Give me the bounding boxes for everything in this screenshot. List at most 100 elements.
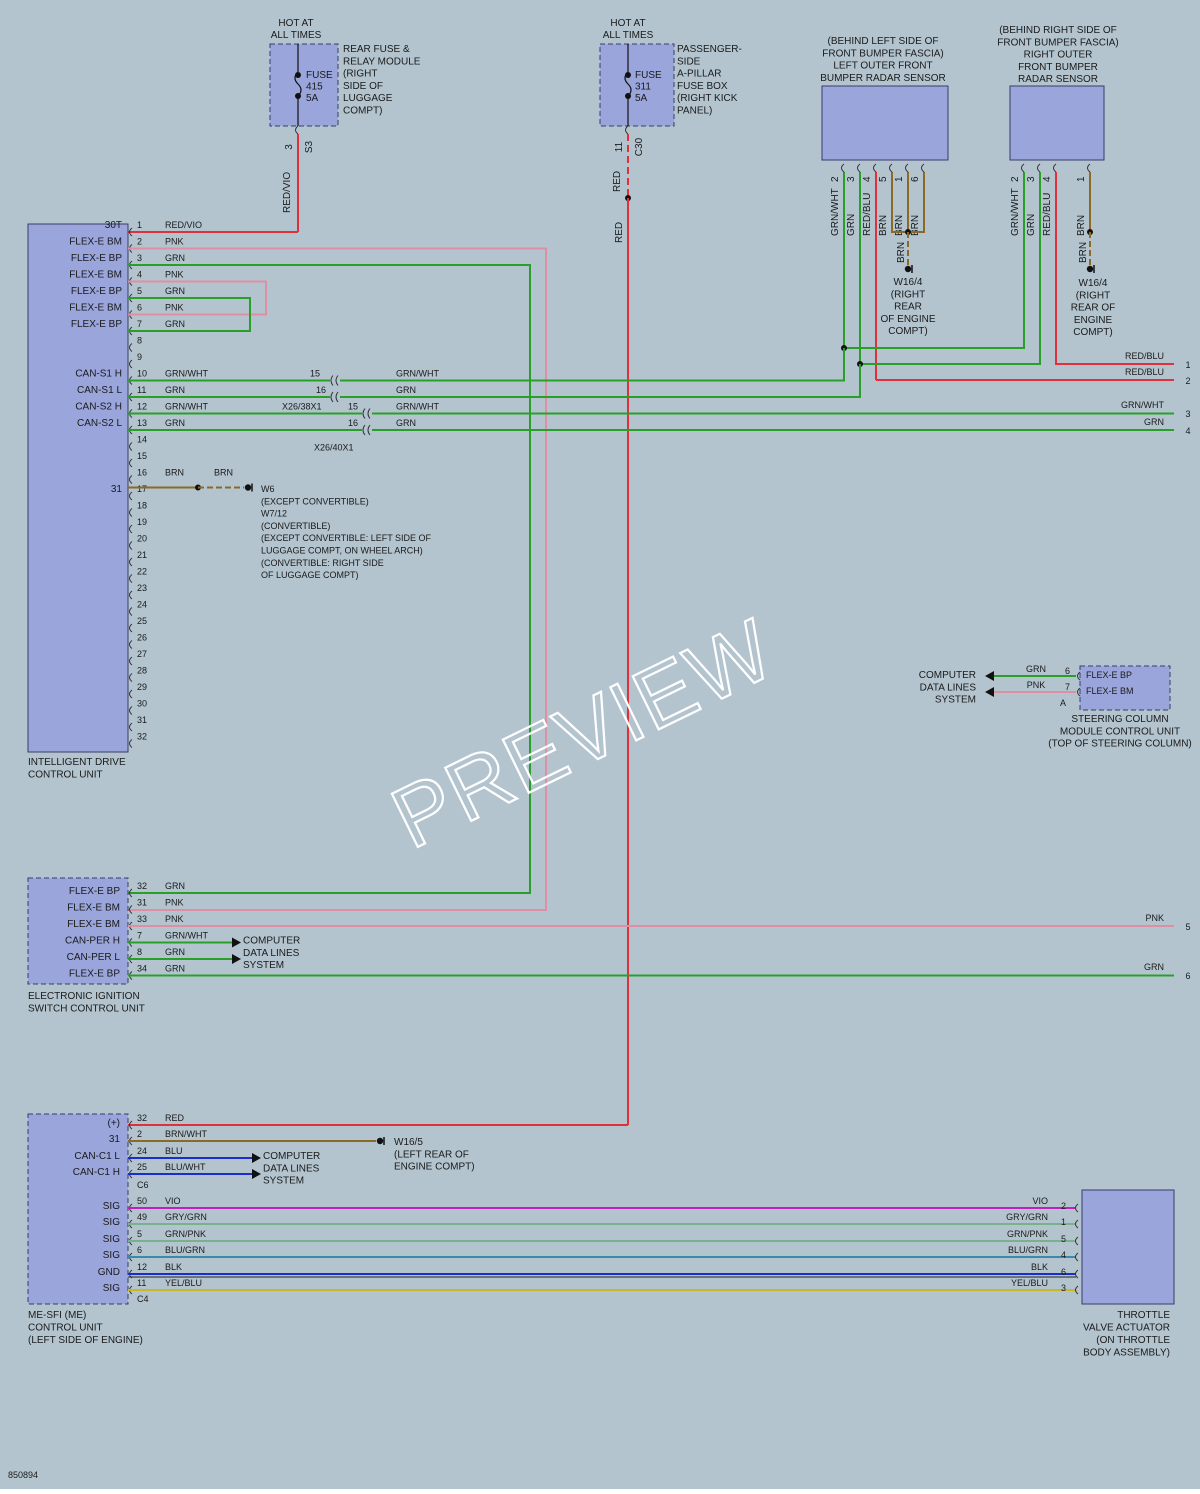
radar-left-pin-icon	[921, 163, 925, 173]
idcu-pin-icon	[129, 541, 133, 550]
radar-left-pin-icon	[841, 163, 845, 173]
ground-location: W6	[261, 484, 275, 494]
throttle-valve-actuator-box	[1081, 1189, 1175, 1305]
radar-left-ground-wire: BRN	[896, 242, 907, 263]
wire-grn-wht-can-s1h	[340, 348, 845, 382]
idcu-pin-name: CAN-S2 L	[77, 418, 122, 429]
idcu-wire-color: GRN	[165, 286, 185, 296]
fuse1-pin-icon	[295, 125, 299, 135]
radar-left-ground-icon	[904, 265, 912, 273]
eis-pin-number: 32	[137, 881, 147, 891]
radar-left-wire-color: BRN	[910, 215, 921, 236]
idcu-pin-number: 21	[137, 550, 147, 560]
fuse1-wire-color: RED/VIO	[282, 172, 293, 213]
eis-arrow-icon	[232, 937, 241, 948]
fuse1-box	[269, 43, 339, 127]
radar-left-sensor-box	[821, 85, 949, 161]
throttle-pin-number: 2	[1061, 1201, 1066, 1211]
radar-right-pin: 4	[1042, 176, 1053, 182]
x26-pin: 16	[316, 385, 326, 395]
fuse2-fuse-label: FUSE	[635, 70, 662, 81]
throttle-pin-number: 5	[1061, 1234, 1066, 1244]
fuse1-dot	[295, 72, 301, 78]
fuse2-fuse-label: 311	[635, 82, 651, 93]
radar-left-title: FRONT BUMPER FASCIA)	[822, 48, 944, 59]
eis-pin-number: 31	[137, 898, 147, 908]
throttle-pin-icon	[1075, 1236, 1079, 1246]
eis-wire-color: PNK	[165, 914, 184, 924]
radar-left-ground-location: REAR	[894, 302, 922, 313]
idcu-pin-icon	[129, 656, 133, 666]
idcu-name: INTELLIGENT DRIVE	[28, 757, 126, 768]
idcu-pin-name: FLEX-E BM	[69, 303, 122, 314]
idcu-pin-name: FLEX-E BP	[71, 253, 122, 264]
fuse1-fuse-label: FUSE	[306, 70, 333, 81]
radar-right-pin-icon	[1053, 163, 1057, 173]
idcu-pin-icon	[129, 689, 133, 699]
me-ground-icon	[376, 1137, 384, 1145]
wire-red-blu-1	[1055, 172, 1174, 365]
radar-right-ground-location: W16/4	[1079, 278, 1108, 289]
x26-wire-color: GRN	[396, 385, 416, 395]
steering-pin-icon	[1077, 671, 1081, 681]
idcu-wire-color: PNK	[165, 237, 184, 247]
eis-wire-color: GRN	[165, 947, 185, 957]
idcu-pin-number: 27	[137, 649, 147, 659]
steering-arrow-icon	[985, 687, 994, 697]
fuse2-connector-id: C30	[634, 137, 645, 156]
idcu-pin-number: 12	[137, 402, 147, 412]
me-sig-wire-color: VIO	[165, 1196, 181, 1206]
idcu-pin-icon	[129, 343, 133, 352]
idcu-pin-number: 31	[137, 715, 147, 725]
offpage-number: 5	[1185, 922, 1190, 932]
me-pin-name: SIG	[103, 1234, 120, 1245]
steering-pin-name: FLEX-E BP	[1086, 670, 1132, 680]
radar-left-ground-location: (RIGHT	[891, 289, 925, 300]
radar-right-wire-color: GRN/WHT	[1010, 188, 1021, 236]
idcu-wire-color: GRN/WHT	[165, 402, 208, 412]
radar-left-pin: 2	[830, 176, 841, 182]
idcu-wire-color: GRN/WHT	[165, 369, 208, 379]
idcu-pin-number: 23	[137, 583, 147, 593]
me-pin-number: 25	[137, 1162, 147, 1172]
steering-destination: SYSTEM	[935, 695, 976, 706]
eis-pin-number: 34	[137, 964, 147, 974]
idcu-pin-number: 17	[137, 484, 147, 494]
eis-wire-color: GRN	[165, 881, 185, 891]
radar-right-ground-location: COMPT)	[1073, 327, 1112, 338]
eis-wire-color: GRN/WHT	[165, 931, 208, 941]
radar-right-ground-location: ENGINE	[1074, 315, 1113, 326]
me-sig-wire-color: GRN/PNK	[165, 1229, 206, 1239]
wire-grn-flex-bp	[128, 264, 531, 894]
x26-wire-color: GRN	[396, 418, 416, 428]
wire-pnk-loop	[128, 280, 267, 316]
electronic-ignition-switch-box	[27, 877, 129, 985]
intelligent-drive-control-unit-box	[27, 223, 129, 753]
me-sig-wire-color: YEL/BLU	[165, 1278, 202, 1288]
eis-pin-name: CAN-PER L	[67, 952, 121, 963]
fuse1-location: SIDE OF	[343, 81, 383, 92]
radar-right-ground-location: (RIGHT	[1076, 290, 1110, 301]
idcu-pin-number: 16	[137, 468, 147, 478]
throttle-name: BODY ASSEMBLY)	[1083, 1348, 1170, 1359]
offpage-wire-color: GRN	[1144, 962, 1164, 972]
fuse2-location: PASSENGER-	[677, 44, 742, 55]
wire-pnk-flex-bm	[128, 247, 547, 911]
idcu-pin-number: 26	[137, 633, 147, 643]
me-pin-name: SIG	[103, 1250, 120, 1261]
fuse1-fuse-label: 415	[306, 82, 323, 93]
throttle-wire-color: GRY/GRN	[1006, 1212, 1048, 1222]
radar-left-title: LEFT OUTER FRONT	[833, 61, 932, 72]
offpage-number: 4	[1185, 426, 1190, 436]
radar-left-wire-color: BRN	[894, 215, 905, 236]
steering-column-name: (TOP OF STEERING COLUMN)	[1048, 739, 1192, 750]
idcu-ground-icon	[244, 484, 252, 491]
idcu-pin-name: FLEX-E BM	[69, 237, 122, 248]
eis-wire-color: GRN	[165, 964, 185, 974]
radar-left-title: (BEHIND LEFT SIDE OF	[828, 36, 939, 47]
me-wire-color: BLU	[165, 1146, 183, 1156]
throttle-pin-number: 3	[1061, 1283, 1066, 1293]
throttle-wire-color: BLK	[1031, 1262, 1048, 1272]
radar-right-wire-color: GRN	[1026, 214, 1037, 236]
fuse2-location: FUSE BOX	[677, 81, 728, 92]
